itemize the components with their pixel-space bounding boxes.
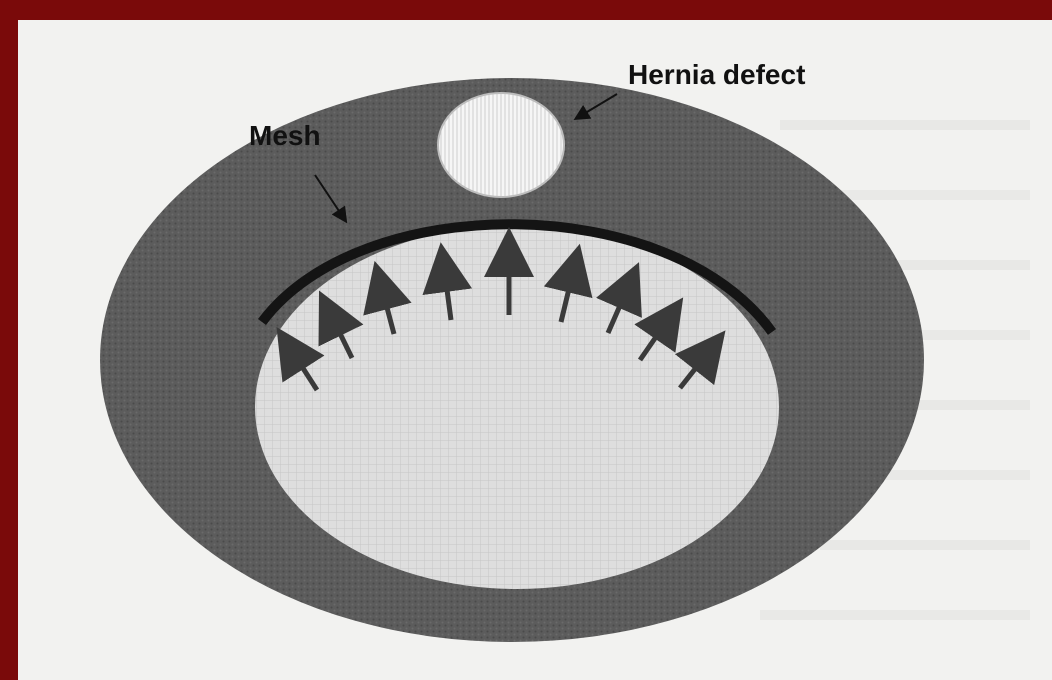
abdominal-cavity (255, 225, 779, 589)
mesh-label: Mesh (249, 120, 321, 151)
hernia-defect-circle (438, 93, 564, 197)
hernia-defect-label: Hernia defect (628, 59, 805, 90)
